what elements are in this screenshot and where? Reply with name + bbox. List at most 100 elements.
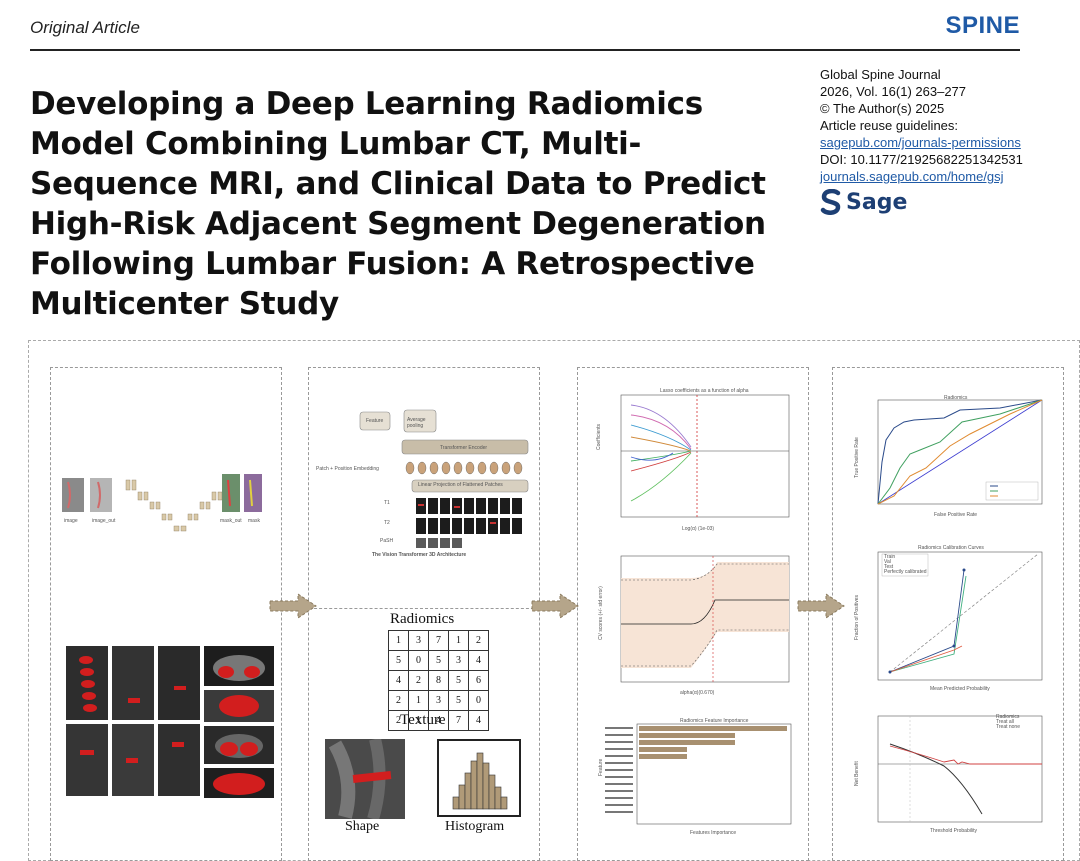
reuse-guidelines: Article reuse guidelines:: [820, 118, 959, 133]
calibration-legend-test: Test: [884, 564, 894, 570]
importance-title: Radiomics Feature Importance: [680, 718, 749, 724]
lasso-title: Lasso coefficients as a function of alph…: [660, 388, 749, 394]
importance-xlabel: Features Importance: [690, 830, 737, 836]
vit-projection-label: Linear Projection of Flattened Patches: [418, 482, 503, 488]
matrix-cell: 4: [468, 710, 489, 731]
calibration-legend-perfect: Perfectly calibrated: [884, 569, 927, 575]
histogram-label: Histogram: [445, 819, 505, 834]
matrix-cell: 6: [468, 670, 489, 691]
vit-ct-label: PaSH: [380, 538, 394, 544]
article-title: Developing a Deep Learning Radiomics Mod…: [30, 86, 766, 322]
roc-ylabel: True Positive Rate: [854, 437, 860, 478]
doi: DOI: 10.1177/21925682251342531: [820, 152, 1023, 167]
flow-arrow-2: [531, 593, 579, 619]
unet-label-mask: mask: [248, 518, 260, 524]
calibration-xlabel: Mean Predicted Probability: [930, 686, 990, 692]
dca-legend-treat-none: Treat none: [996, 724, 1020, 730]
calibration-legend-val: Val: [884, 559, 891, 565]
matrix-cell: 2: [408, 670, 429, 691]
unet-label-image: image: [64, 518, 78, 524]
histogram-icon: [437, 739, 521, 817]
permissions-link[interactable]: sagepub.com/journals-permissions: [820, 135, 1021, 150]
vit-pooling-label: Average pooling: [407, 417, 426, 429]
decision-curve-chart: [877, 715, 1043, 823]
header-rule: [30, 49, 1020, 51]
vit-embedding-label: Patch + Position Embedding: [316, 466, 379, 472]
matrix-cell: 1: [408, 690, 429, 711]
mri-segmentation-grid: [66, 646, 276, 846]
dca-legend-treat-all: Treat all: [996, 719, 1014, 725]
matrix-cell: 2: [468, 630, 489, 651]
roc-title: Radiomics: [944, 395, 968, 401]
panel-divider: [309, 608, 539, 609]
cv-ylabel: CV scores (+/- std error): [598, 586, 604, 640]
lasso-path-chart: [620, 394, 790, 518]
roc-xlabel: False Positive Rate: [934, 512, 978, 518]
histogram-bars: [452, 752, 508, 810]
matrix-cell: 0: [408, 650, 429, 671]
matrix-cell: 4: [388, 670, 409, 691]
matrix-cell: 1: [408, 710, 429, 731]
journal-brand: SPINE: [945, 12, 1020, 39]
shape-image: [325, 737, 405, 821]
radiomics-title: Radiomics: [390, 611, 455, 627]
feature-importance-chart: [605, 723, 792, 825]
matrix-cell: 4: [468, 650, 489, 671]
vit-caption: The Vision Transformer 3D Architecture: [372, 552, 467, 558]
journal-name: Global Spine Journal: [820, 67, 941, 82]
importance-ylabel: Feature: [598, 758, 604, 776]
dca-legend-radiomics: Radiomics: [996, 714, 1020, 720]
matrix-cell: 1: [388, 630, 409, 651]
calibration-chart: [877, 551, 1043, 681]
cv-score-chart: [620, 555, 790, 683]
publisher-name: Sage: [846, 189, 908, 215]
roc-chart: [877, 399, 1043, 505]
copyright: © The Author(s) 2025: [820, 101, 945, 116]
matrix-cell: 1: [448, 630, 469, 651]
unet-label-image-out: image_out: [92, 518, 116, 524]
matrix-cell: 0: [468, 690, 489, 711]
mri-images: [66, 646, 274, 798]
flow-arrow-1: [269, 593, 317, 619]
calibration-legend-train: Train: [884, 554, 896, 560]
vit-diagram: [359, 409, 529, 548]
matrix-cell: 8: [428, 670, 449, 691]
article-type-label: Original Article: [30, 18, 140, 37]
cv-xlabel: alpha(α)(0.670): [680, 690, 715, 696]
dca-xlabel: Threshold Probability: [930, 828, 977, 834]
vit-t2-label: T2: [384, 520, 390, 526]
matrix-cell: 3: [428, 690, 449, 711]
unet-diagram: [62, 474, 262, 532]
unet-label-mask-out: mask_out: [220, 518, 242, 524]
journal-home-link[interactable]: journals.sagepub.com/home/gsj: [820, 169, 1004, 184]
matrix-cell: 3: [408, 630, 429, 651]
sagittal-row-2: [66, 724, 274, 798]
matrix-cell: 5: [448, 690, 469, 711]
publisher-logo[interactable]: Sage: [820, 189, 1070, 215]
shape-segment: [325, 737, 405, 821]
vit-t1-label: T1: [384, 500, 390, 506]
vit-encoder-label: Transformer Encoder: [440, 445, 488, 451]
matrix-cell: 2: [388, 690, 409, 711]
flow-arrow-3: [797, 593, 845, 619]
calibration-title: Radiomics Calibration Curves: [918, 545, 984, 551]
calibration-ylabel: Fraction of Positives: [854, 594, 860, 640]
article-meta: Global Spine Journal 2026, Vol. 16(1) 26…: [820, 66, 1070, 215]
lasso-xlabel: Log(α) (1e-03): [682, 526, 715, 532]
vit-feature-label: Feature: [366, 418, 384, 424]
matrix-cell: 3: [448, 650, 469, 671]
texture-label: Texture: [400, 712, 446, 728]
dca-ylabel: Net Benefit: [854, 761, 860, 786]
sage-s-icon: [820, 189, 841, 215]
volume-info: 2026, Vol. 16(1) 263–277: [820, 84, 967, 99]
sagittal-row-1: [66, 646, 274, 722]
matrix-cell: 5: [388, 650, 409, 671]
matrix-cell: 5: [448, 670, 469, 691]
matrix-cell: 7: [428, 630, 449, 651]
